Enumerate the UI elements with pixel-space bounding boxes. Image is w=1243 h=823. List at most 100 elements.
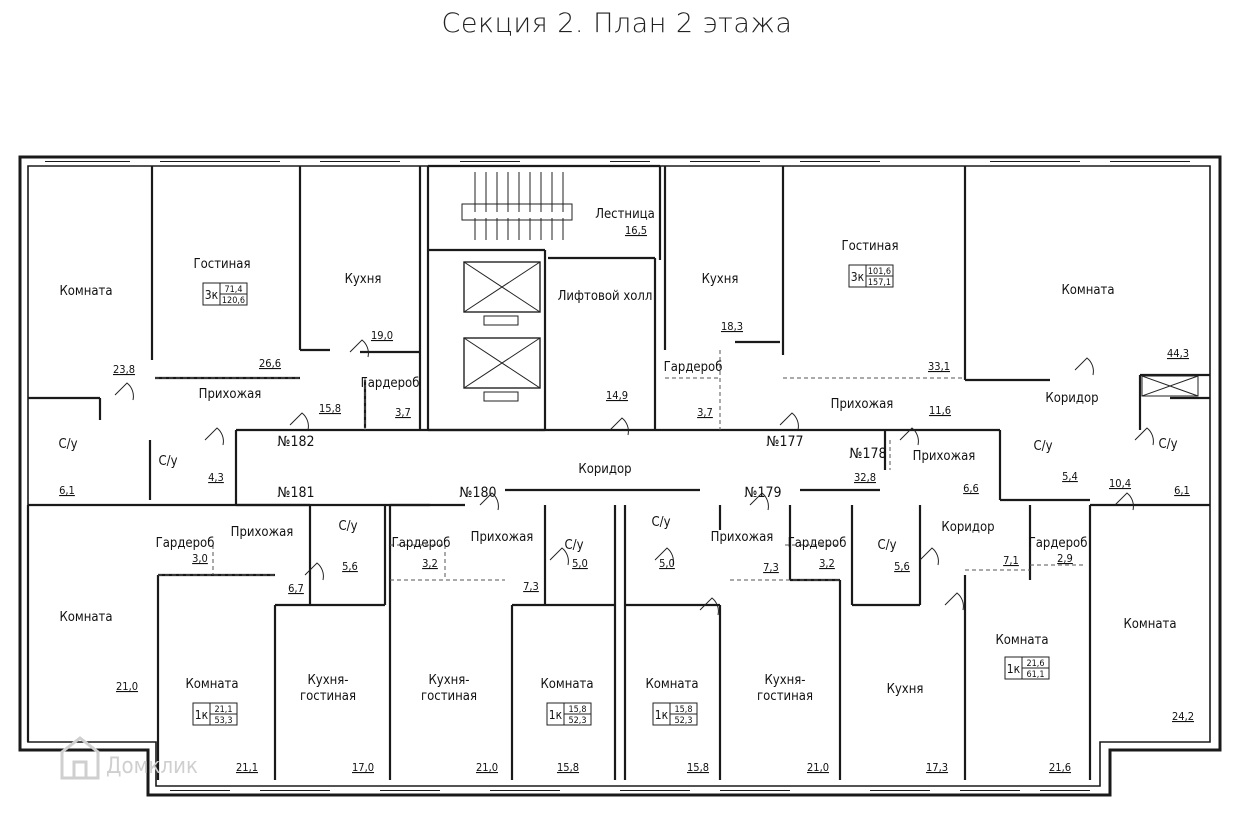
elevator-icon xyxy=(463,337,541,402)
room-area: 21,0 xyxy=(116,680,138,693)
outer-wall-inner xyxy=(27,165,1211,787)
room-area: 24,2 xyxy=(1172,710,1194,723)
shaft-icon xyxy=(1141,375,1199,397)
door-swing xyxy=(609,417,629,436)
room-area: 2,9 xyxy=(1057,552,1073,565)
room-label: Коридор xyxy=(1045,391,1098,406)
room-label: Прихожая xyxy=(913,449,976,464)
room: С/у 5,6 xyxy=(877,538,909,573)
total-area: 52,3 xyxy=(568,716,586,726)
room-label: С/у xyxy=(58,437,77,452)
plan-fixtures xyxy=(114,172,1199,616)
room-area: 7,3 xyxy=(523,580,539,593)
room-label: Гардероб xyxy=(392,536,451,551)
room-area: 21,1 xyxy=(236,761,258,774)
room-label: С/у xyxy=(338,519,357,534)
door-swing xyxy=(549,547,569,566)
room-area: 18,3 xyxy=(721,320,743,333)
living-area: 101,6 xyxy=(868,267,891,277)
room-area: 32,8 xyxy=(854,471,876,484)
door-swing xyxy=(779,412,799,431)
room: Комната 21,6 xyxy=(995,633,1071,774)
watermark: Домклик xyxy=(60,736,198,780)
room-area: 6,7 xyxy=(288,582,304,595)
door-swing xyxy=(1134,427,1154,446)
room: Лестница 16,5 xyxy=(595,207,655,237)
room-area: 14,9 xyxy=(606,389,628,402)
apartment-number: №181 xyxy=(277,485,314,501)
room-label: Комната xyxy=(1061,283,1114,298)
room-area: 5,6 xyxy=(894,560,910,573)
door-swing xyxy=(349,339,369,358)
room: Комната 24,2 xyxy=(1123,617,1194,723)
door-swing xyxy=(1074,357,1094,376)
room-label: Гардероб xyxy=(156,536,215,551)
room-area: 5,6 xyxy=(342,560,358,573)
stair-landing xyxy=(461,203,573,221)
door-swing xyxy=(204,427,224,446)
apartment-number: №182 xyxy=(277,434,314,450)
plan-title: Секция 2. План 2 этажа xyxy=(442,8,793,39)
apartment-type: 1к xyxy=(549,708,563,722)
room-label: Коридор xyxy=(941,520,994,535)
living-area: 21,6 xyxy=(1026,659,1044,669)
room-area: 16,5 xyxy=(625,224,647,237)
apartment-number: №178 xyxy=(849,446,886,462)
room-label: Лестница xyxy=(595,207,655,222)
living-area: 15,8 xyxy=(674,705,692,715)
apartment-number: №179 xyxy=(744,485,781,501)
apartment-type: 1к xyxy=(195,708,209,722)
room-label: Кухня-гостиная xyxy=(421,673,477,704)
room-label: С/у xyxy=(158,454,177,469)
room-label: Комната xyxy=(540,677,593,692)
room: С/у 5,6 xyxy=(338,519,357,573)
room: Прихожая 7,3 xyxy=(471,530,539,593)
room-area: 17,3 xyxy=(926,761,948,774)
room: С/у5,0 xyxy=(564,538,587,570)
room: Коридор 7,1 xyxy=(941,520,1018,567)
room-area: 5,4 xyxy=(1062,470,1078,483)
floor-plan-walls xyxy=(18,155,1222,797)
room-label: Комната xyxy=(995,633,1048,648)
elevator-icon xyxy=(463,261,541,326)
room-label: Коридор xyxy=(578,462,631,477)
room-label: Комната xyxy=(645,677,698,692)
room-area: 4,3 xyxy=(208,471,224,484)
room-area: 5,0 xyxy=(659,557,675,570)
room-area: 7,1 xyxy=(1003,554,1019,567)
room-label: Гостиная xyxy=(842,239,899,254)
room-area: 7,3 xyxy=(763,561,779,574)
door-swing xyxy=(304,562,324,581)
room-label: С/у xyxy=(877,538,896,553)
room-area: 19,0 xyxy=(371,329,393,342)
room-area: 6,1 xyxy=(59,484,75,497)
room-label: С/у xyxy=(1033,439,1052,454)
total-area: 157,1 xyxy=(868,278,891,288)
total-area: 52,3 xyxy=(674,716,692,726)
room-label: Комната xyxy=(1123,617,1176,632)
room-area: 15,8 xyxy=(319,402,341,415)
room: С/у6,1 xyxy=(1158,437,1189,497)
room-label: Прихожая xyxy=(471,530,534,545)
room-area: 6,1 xyxy=(1174,484,1190,497)
